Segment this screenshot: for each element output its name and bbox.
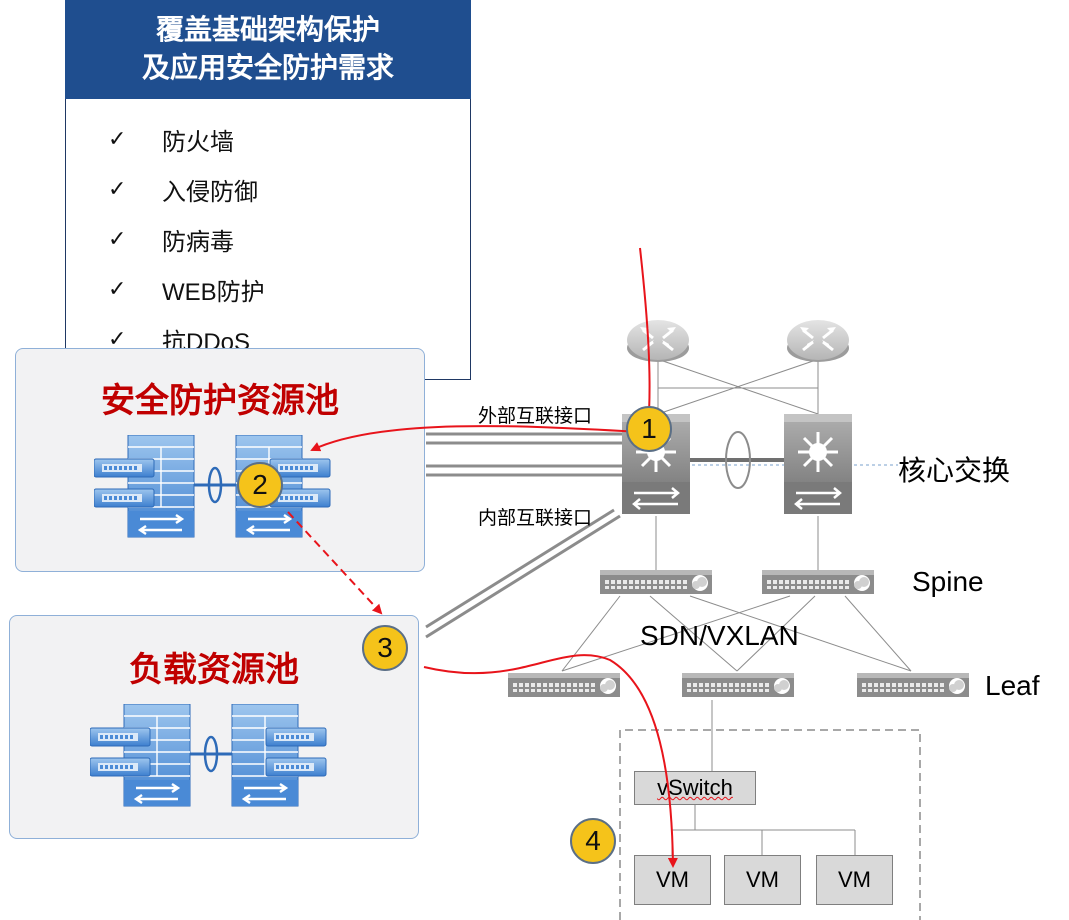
spine-label: Spine — [912, 566, 984, 597]
vswitch-box: vSwitch — [634, 771, 756, 805]
step-badge-4: 4 — [570, 818, 616, 864]
leaf-switch-3-icon — [857, 673, 969, 697]
leaf-switch-2-icon — [682, 673, 794, 697]
vm-box-2: VM — [724, 855, 801, 905]
spine-switch-right-icon — [762, 570, 874, 594]
security-pool-title: 安全防护资源池 — [101, 382, 339, 420]
list-item: ✓ 防病毒 — [108, 214, 265, 264]
vm-box-1: VM — [634, 855, 711, 905]
requirement-label: 入侵防御 — [162, 178, 258, 206]
vm-box-3: VM — [816, 855, 893, 905]
sdn-vxlan-label: SDN/VXLAN — [640, 620, 799, 651]
check-icon: ✓ — [108, 126, 127, 151]
core-switch-label: 核心交换 — [898, 455, 1011, 486]
requirements-header: 覆盖基础架构保护 及应用安全防护需求 — [65, 0, 471, 99]
requirements-title-line1: 覆盖基础架构保护 — [155, 14, 380, 45]
security-pool-panel: 安全防护资源池 — [15, 348, 425, 572]
load-server-cluster-icon — [90, 704, 340, 814]
list-item: ✓ 防火墙 — [108, 114, 265, 164]
list-item: ✓ WEB防护 — [108, 264, 265, 314]
check-icon: ✓ — [108, 176, 127, 201]
requirement-label: 防火墙 — [162, 128, 234, 156]
vswitch-label: vSwitch — [657, 775, 733, 800]
external-interface-label: 外部互联接口 — [478, 406, 593, 427]
requirements-list: ✓防火墙 ✓入侵防御 ✓防病毒 ✓WEB防护 ✓抗DDoS — [108, 114, 265, 364]
spine-switch-left-icon — [600, 570, 712, 594]
pool-uplinks — [425, 432, 622, 639]
requirement-label: WEB防护 — [162, 278, 265, 306]
check-icon: ✓ — [108, 326, 127, 351]
list-item: ✓ 入侵防御 — [108, 164, 265, 214]
load-pool-panel: 负载资源池 — [9, 615, 419, 839]
router-right-icon — [785, 318, 851, 364]
requirement-label: 防病毒 — [162, 228, 234, 256]
core-switch-right-icon — [782, 412, 854, 516]
leaf-label: Leaf — [985, 670, 1040, 701]
step-badge-1: 1 — [626, 406, 672, 452]
leaf-switch-1-icon — [508, 673, 620, 697]
fabric-links — [561, 516, 912, 855]
requirements-title-line2: 及应用安全防护需求 — [141, 52, 394, 83]
step-badge-2: 2 — [237, 462, 283, 508]
router-left-icon — [625, 318, 691, 364]
internal-interface-label: 内部互联接口 — [478, 508, 593, 529]
check-icon: ✓ — [108, 276, 127, 301]
load-pool-title: 负载资源池 — [129, 651, 299, 689]
check-icon: ✓ — [108, 226, 127, 251]
router-mesh-links — [657, 359, 819, 415]
security-server-cluster-icon — [94, 435, 344, 545]
step-badge-3: 3 — [362, 625, 408, 671]
